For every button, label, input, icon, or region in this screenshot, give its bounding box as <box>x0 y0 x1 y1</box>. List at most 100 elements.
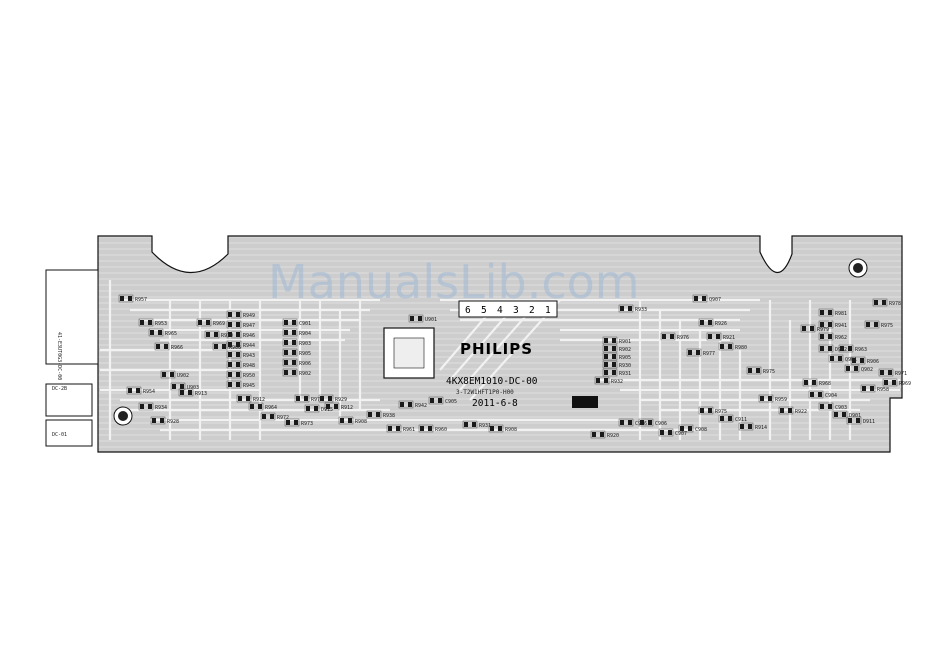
component-label: R961 <box>403 427 415 433</box>
component-label: D915 <box>321 407 333 413</box>
component-label: R968 <box>819 381 831 387</box>
conn-num-2: 4 <box>497 305 503 316</box>
component-r979: R979 <box>800 324 829 333</box>
component-label: R931 <box>619 371 631 377</box>
component-label: R912 <box>341 405 353 411</box>
component-r913: R913 <box>178 388 207 397</box>
watermark: ManualsLib.com <box>268 255 640 309</box>
component-c911: C911 <box>718 414 747 423</box>
component-r922: R922 <box>778 406 807 415</box>
component-label: R908 <box>355 419 367 425</box>
component-r966: R966 <box>212 342 241 351</box>
component-label: R953 <box>155 321 167 327</box>
component-r978: R978 <box>872 298 901 307</box>
component-r972: R972 <box>260 412 289 421</box>
component-c903: C903 <box>818 402 847 411</box>
component-r973: R973 <box>284 418 313 427</box>
brand-label: PHILIPS <box>460 340 533 358</box>
component-r957: R957 <box>118 294 147 303</box>
component-label: R938 <box>383 413 395 419</box>
component-label: R973 <box>311 397 323 403</box>
component-r912: R912 <box>324 402 353 411</box>
component-r910: R910 <box>204 330 233 339</box>
component-d912: D912 <box>818 344 847 353</box>
component-label: R921 <box>723 335 735 341</box>
left-label-2: DC-2B <box>52 386 67 392</box>
component-u903: U903 <box>170 382 199 391</box>
component-u901: U901 <box>408 314 437 323</box>
component-label: R928 <box>167 419 179 425</box>
component-r908: R908 <box>338 416 367 425</box>
component-r901: R901 <box>602 336 631 345</box>
component-r902: R902 <box>282 368 311 377</box>
component-label: R947 <box>243 323 255 329</box>
component-r926: R926 <box>698 318 727 327</box>
component-label: R931 <box>479 423 491 429</box>
component-label: C904 <box>825 393 837 399</box>
component-r906: R906 <box>282 358 311 367</box>
ground-pad <box>572 396 598 408</box>
component-label: R901 <box>619 339 631 345</box>
component-label: R904 <box>299 331 311 337</box>
component-label: U903 <box>187 385 199 391</box>
component-label: R914 <box>755 425 767 431</box>
component-label: R933 <box>635 307 647 313</box>
board-code: 4KX8EM1010-DC-00 <box>446 376 538 387</box>
conn-num-1: 5 <box>481 305 487 316</box>
connector-numbers: 6 5 4 3 2 1 <box>458 300 558 318</box>
component-r928: R928 <box>150 416 179 425</box>
component-label: R944 <box>243 343 255 349</box>
component-c905: C905 <box>428 396 457 405</box>
component-r938: R938 <box>366 410 395 419</box>
component-c908: C908 <box>678 424 707 433</box>
component-label: R910 <box>221 333 233 339</box>
component-label: R964 <box>265 405 277 411</box>
board-date: 2011-6-8 <box>472 398 518 409</box>
component-r931: R931 <box>602 368 631 377</box>
component-label: R950 <box>243 373 255 379</box>
component-r932: R932 <box>594 376 623 385</box>
component-label: R958 <box>877 387 889 393</box>
component-label: Q907 <box>709 297 721 303</box>
component-label: C901 <box>299 321 311 327</box>
component-r905: R905 <box>602 352 631 361</box>
component-r905: R905 <box>282 348 311 357</box>
component-label: C905 <box>445 399 457 405</box>
component-r975: R975 <box>746 366 775 375</box>
component-r946: R946 <box>226 330 255 339</box>
component-label: R930 <box>619 363 631 369</box>
component-r929: R929 <box>318 394 347 403</box>
component-label: R906 <box>299 361 311 367</box>
component-u902: U902 <box>160 370 189 379</box>
conn-num-5: 1 <box>545 305 551 316</box>
component-label: C907 <box>675 431 687 437</box>
component-c904: C904 <box>808 390 837 399</box>
component-d915: D915 <box>304 404 333 413</box>
component-r968: R968 <box>802 378 831 387</box>
component-label: R932 <box>611 379 623 385</box>
component-c907: C907 <box>658 428 687 437</box>
component-r966: R966 <box>154 342 183 351</box>
component-label: R979 <box>817 327 829 333</box>
component-r964: R964 <box>248 402 277 411</box>
component-label: C903 <box>835 405 847 411</box>
component-q902: Q902 <box>844 364 873 373</box>
component-r969: R969 <box>196 318 225 327</box>
component-label: R966 <box>171 345 183 351</box>
component-r942: R942 <box>398 400 427 409</box>
component-label: Q902 <box>861 367 873 373</box>
component-label: R926 <box>715 321 727 327</box>
component-label: R903 <box>299 341 311 347</box>
component-r959: R959 <box>758 394 787 403</box>
component-layer: R949R947R946R944R943R948R950R945C901R904… <box>118 294 911 439</box>
component-r954: R954 <box>126 386 155 395</box>
left-label-3: DC-01 <box>52 432 67 438</box>
component-r931: R931 <box>462 420 491 429</box>
conn-num-3: 3 <box>513 305 519 316</box>
mounting-holes <box>113 258 868 426</box>
component-label: U902 <box>177 373 189 379</box>
component-r980: R980 <box>718 342 747 351</box>
component-label: R963 <box>855 347 867 353</box>
component-r971: R971 <box>878 368 907 377</box>
component-r965: R965 <box>148 328 177 337</box>
